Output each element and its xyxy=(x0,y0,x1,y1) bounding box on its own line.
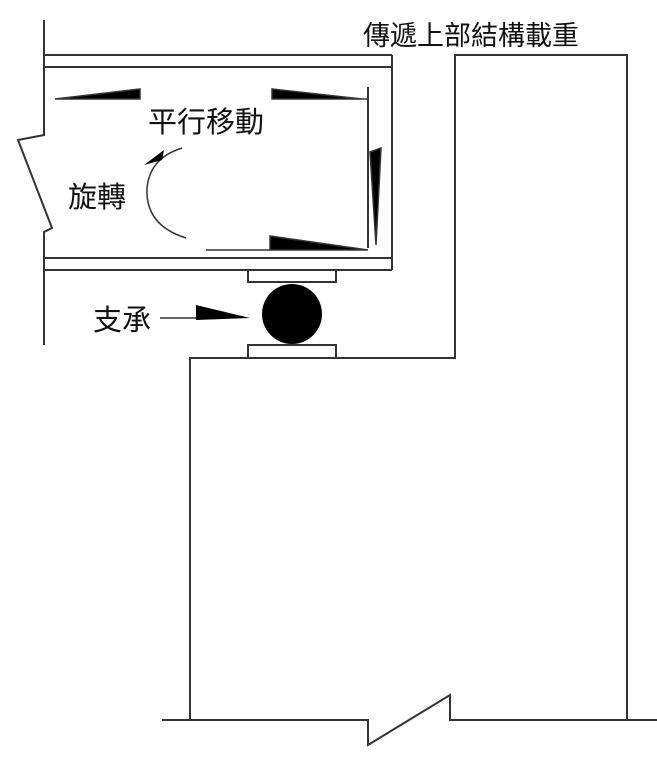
rotation-arrowhead-icon xyxy=(144,150,164,165)
translation-arrow-top-left-icon xyxy=(54,88,141,100)
bearing-label: 支承 xyxy=(93,303,151,337)
upper-bearing-plate xyxy=(247,269,337,283)
bearing-pointer-arrowhead-icon xyxy=(196,305,250,320)
ground-line xyxy=(162,693,657,747)
abutment-outline xyxy=(189,54,628,720)
bearing-pointer xyxy=(160,305,250,320)
translation-arrows xyxy=(54,87,382,251)
lower-bearing-plate xyxy=(247,344,337,359)
rotation-label: 旋轉 xyxy=(68,180,126,214)
translation-arrow-top-right-icon xyxy=(271,88,363,100)
rotation-arrow xyxy=(144,147,187,239)
translation-arrow-bottom-icon xyxy=(269,235,369,251)
bridge-girder xyxy=(16,20,393,345)
translation-arrow-right-side-icon xyxy=(369,146,382,246)
load-transfer-label: 傳遞上部結構載重 xyxy=(363,21,579,52)
bearing-roller xyxy=(262,284,322,344)
translation-label: 平行移動 xyxy=(148,105,264,139)
